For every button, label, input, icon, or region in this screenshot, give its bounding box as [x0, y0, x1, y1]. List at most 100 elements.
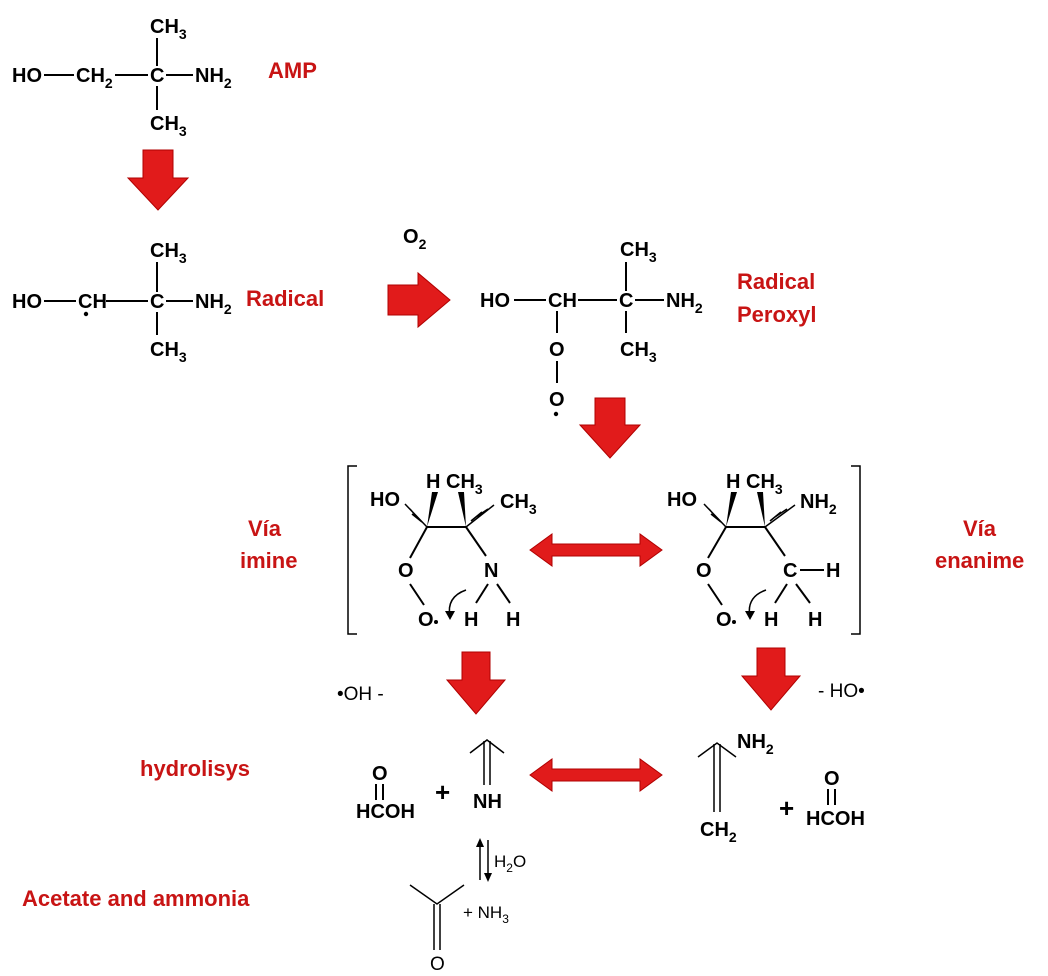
- imn-wedge-2: [458, 492, 466, 527]
- enamine-intermediate: HO H CH3 NH2 O C H O H H: [667, 471, 840, 631]
- label-via-imine-1: Vía: [248, 516, 282, 541]
- arrow-down-1: [126, 149, 190, 211]
- rad-c: C: [150, 291, 164, 313]
- amp-ch3-top: CH3: [150, 16, 187, 42]
- imn-ch3-right: CH3: [500, 491, 537, 517]
- amp-ch2: CH2: [76, 65, 113, 91]
- arrow-down-imine: [445, 651, 507, 715]
- label-via-enanime-2: enanime: [935, 548, 1024, 573]
- rad-ch3-top: CH3: [150, 240, 187, 266]
- label-amp: AMP: [268, 58, 317, 83]
- imn-o1: O: [398, 560, 414, 582]
- imine-intermediate: HO H CH3 CH3 O N O H H: [370, 471, 537, 631]
- fa1-hcoh: HCOH: [356, 801, 415, 823]
- ena-h-ch3: H CH3: [726, 471, 783, 497]
- ena-c: C: [783, 560, 797, 582]
- imn-n: N: [484, 560, 498, 582]
- amp-c: C: [150, 65, 164, 87]
- per-c: C: [619, 290, 633, 312]
- bracket-right: [851, 465, 861, 635]
- imn-radical-dot: [434, 620, 438, 624]
- amp-ch3-bottom: CH3: [150, 113, 187, 139]
- imn-ho: HO: [370, 489, 400, 511]
- eq-head-up: [476, 838, 484, 847]
- rad-ch3-bottom: CH3: [150, 339, 187, 365]
- label-radical: Radical: [246, 286, 324, 311]
- reagent-oh-loss: •OH -: [337, 684, 384, 705]
- reagent-o2: O2: [403, 226, 427, 252]
- ena-nh2: NH2: [800, 491, 837, 517]
- imine-product: NH: [469, 739, 505, 813]
- reagent-nh3: + NH3: [463, 903, 509, 926]
- rad-radical-dot: [83, 311, 89, 317]
- imn-h1: H: [464, 609, 478, 631]
- formic-acid-left: O HCOH: [356, 763, 415, 823]
- imn-bond-nh2: [496, 583, 511, 604]
- imn-hash-left: [404, 503, 428, 528]
- imn-wedge-1: [427, 492, 438, 527]
- rad-ho: HO: [12, 291, 42, 313]
- per-o1: O: [549, 339, 565, 361]
- rad-ch: CH: [78, 291, 107, 313]
- imn-bond-nh1: [475, 583, 489, 604]
- imn-bond-oo: [409, 583, 425, 606]
- label-radical-peroxyl-1: Radical: [737, 269, 815, 294]
- imp-nh: NH: [473, 791, 502, 813]
- peroxyl-molecule: CH3 HO CH C NH2 CH3 O O: [480, 239, 703, 417]
- per-ho: HO: [480, 290, 510, 312]
- plus-2: +: [779, 793, 794, 823]
- ena-ho: HO: [667, 489, 697, 511]
- fa2-o: O: [824, 768, 840, 790]
- ena-wedge-2: [757, 492, 765, 527]
- acp-o: O: [430, 954, 445, 975]
- ena-wedge-1: [726, 492, 737, 527]
- acetate-product: O: [409, 884, 465, 975]
- eq-head-down: [484, 873, 492, 882]
- amp-ho: HO: [12, 65, 42, 87]
- imn-bond-o: [409, 526, 428, 559]
- label-hydrolisys: hydrolisys: [140, 756, 250, 781]
- enp-ch2: CH2: [700, 819, 737, 845]
- arrow-resonance-2: [529, 758, 663, 792]
- arrow-resonance-1: [529, 533, 663, 567]
- ena-h-right: H: [826, 560, 840, 582]
- per-o2: O: [549, 389, 565, 411]
- ena-radical-dot: [732, 620, 736, 624]
- imn-bond-n: [465, 526, 487, 557]
- reagent-ho-loss: - HO•: [818, 681, 865, 702]
- enamine-product: NH2 CH2: [697, 731, 774, 845]
- ena-hash-left: [703, 503, 727, 528]
- ena-o1: O: [696, 560, 712, 582]
- imn-h2: H: [506, 609, 520, 631]
- formic-acid-right: O HCOH: [806, 768, 865, 830]
- ena-curved-arrowhead: [745, 611, 755, 620]
- per-nh2: NH2: [666, 290, 703, 316]
- ena-bond-o: [707, 526, 727, 559]
- rad-nh2: NH2: [195, 291, 232, 317]
- acp-skeleton: [409, 884, 465, 905]
- enp-skeleton: [697, 742, 737, 758]
- ena-bond-ch1: [774, 583, 788, 604]
- ena-bond-oo: [707, 583, 723, 606]
- label-acetate-ammonia: Acetate and ammonia: [22, 886, 250, 911]
- amp-molecule: CH3 HO CH2 C NH2 CH3: [12, 16, 232, 139]
- label-via-imine-2: imine: [240, 548, 297, 573]
- ena-hash-right: [764, 504, 796, 528]
- plus-1: +: [435, 777, 450, 807]
- per-ch3-top: CH3: [620, 239, 657, 265]
- amp-nh2: NH2: [195, 65, 232, 91]
- ena-h2: H: [808, 609, 822, 631]
- imp-skeleton: [469, 739, 505, 754]
- ena-o2: O: [716, 609, 732, 631]
- fa1-o: O: [372, 763, 388, 785]
- arrow-right-o2: [387, 271, 451, 329]
- fa2-hcoh: HCOH: [806, 808, 865, 830]
- imn-curved-arrowhead: [445, 611, 455, 620]
- label-via-enanime-1: Vía: [963, 516, 997, 541]
- bracket-left: [347, 465, 357, 635]
- ena-bond-ch2: [795, 583, 811, 604]
- per-ch: CH: [548, 290, 577, 312]
- imn-hash-right: [465, 504, 495, 528]
